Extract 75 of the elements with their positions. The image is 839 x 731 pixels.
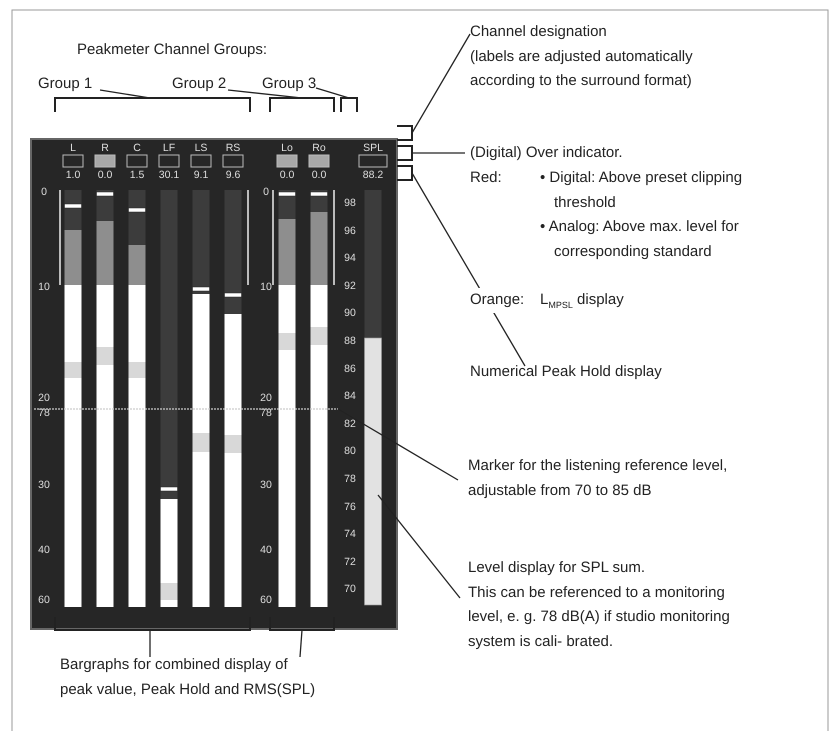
scale-number: 92 — [344, 280, 356, 292]
channel-label: R — [101, 142, 109, 154]
spl-level-bar — [364, 190, 382, 606]
leader-line — [149, 630, 151, 657]
peak-value: 1.0 — [66, 169, 80, 181]
peak-value: 88.2 — [362, 169, 384, 181]
leader-line — [412, 152, 465, 154]
callout-note: (labels are adjusted automatically according to the surround format) — [470, 46, 694, 91]
scale-number: 84 — [344, 390, 356, 402]
scale-number: 78 — [260, 407, 272, 419]
callout-heading: Level display for SPL sum. — [468, 558, 646, 578]
peak-value: 1.5 — [130, 169, 144, 181]
leader-line — [411, 34, 471, 134]
bracket — [269, 97, 335, 112]
scale-number: 20 — [260, 392, 272, 404]
scale-number: 70 — [344, 583, 356, 596]
scale-number: 10 — [260, 281, 272, 293]
scale-number: 30 — [38, 479, 50, 491]
scale-number: 96 — [344, 224, 356, 237]
peak-value: 0.0 — [98, 169, 112, 181]
leader-line — [228, 89, 302, 99]
callout-text: Bargraphs for combined display of peak value, Peak Hold and RMS(SPL) — [60, 653, 322, 702]
scale-number: 20 — [38, 392, 50, 404]
reference-marker-line — [34, 408, 338, 410]
callout-heading: Channel designation — [470, 22, 608, 42]
callout-note: This can be referenced to a monitoring level, e. g. 78 dB(A) if studio monitoring system is cali- brated. — [468, 582, 730, 652]
scale-number: 76 — [344, 500, 356, 513]
leader-line — [378, 494, 460, 598]
leader-line — [100, 89, 150, 99]
scale-number: 78 — [344, 473, 356, 485]
scale-number: 0 — [263, 186, 269, 198]
bracket — [340, 97, 358, 112]
scale-number: 60 — [260, 594, 272, 606]
channel-label: SPL — [363, 142, 383, 154]
scale-number: 30 — [260, 479, 272, 491]
leader-line — [316, 87, 350, 99]
channel-label: Ro — [312, 142, 326, 154]
heading: Peakmeter Channel Groups: — [76, 40, 268, 60]
scale-number: 80 — [344, 445, 356, 458]
scale-number: 94 — [344, 252, 356, 264]
leader-line — [299, 630, 303, 658]
scale-number: 0 — [41, 186, 47, 198]
channel-label: C — [133, 142, 141, 154]
scale-number: 10 — [38, 281, 50, 293]
peak-value: 0.0 — [312, 169, 326, 181]
bracket — [54, 97, 251, 112]
scale-number: 78 — [38, 407, 50, 419]
scale-number: 98 — [344, 197, 356, 209]
callout-text: Marker for the listening reference level, adjustable from 70 to 85 dB — [468, 454, 730, 503]
scale-number: 40 — [260, 544, 272, 556]
channel-label: L — [70, 142, 76, 154]
callout-text: Numerical Peak Hold display — [470, 360, 770, 384]
channel-label: LS — [194, 142, 208, 154]
bracket — [397, 165, 413, 181]
scale-number: 86 — [344, 362, 356, 375]
scale-number: 60 — [38, 594, 50, 606]
scale-number: 74 — [344, 528, 356, 540]
bracket — [397, 125, 413, 141]
scale-number: 40 — [38, 544, 50, 556]
peak-value: 30.1 — [158, 169, 180, 181]
leader-line — [338, 408, 458, 481]
peak-value: 9.6 — [226, 169, 240, 181]
channel-label: RS — [226, 142, 240, 154]
peak-value: 0.0 — [280, 169, 294, 181]
peak-value: 9.1 — [194, 169, 208, 181]
scale-number: 90 — [344, 307, 356, 320]
channel-label: Lo — [281, 142, 293, 154]
channel-label: LF — [162, 142, 176, 154]
bracket — [397, 145, 413, 161]
group-label: Group 3 — [262, 72, 332, 96]
group-label: Group 1 — [38, 72, 118, 96]
scale-number: 72 — [344, 556, 356, 568]
scale-number: 88 — [344, 335, 356, 347]
scale-number: 82 — [344, 418, 356, 430]
group-label: Group 2 — [172, 72, 252, 96]
